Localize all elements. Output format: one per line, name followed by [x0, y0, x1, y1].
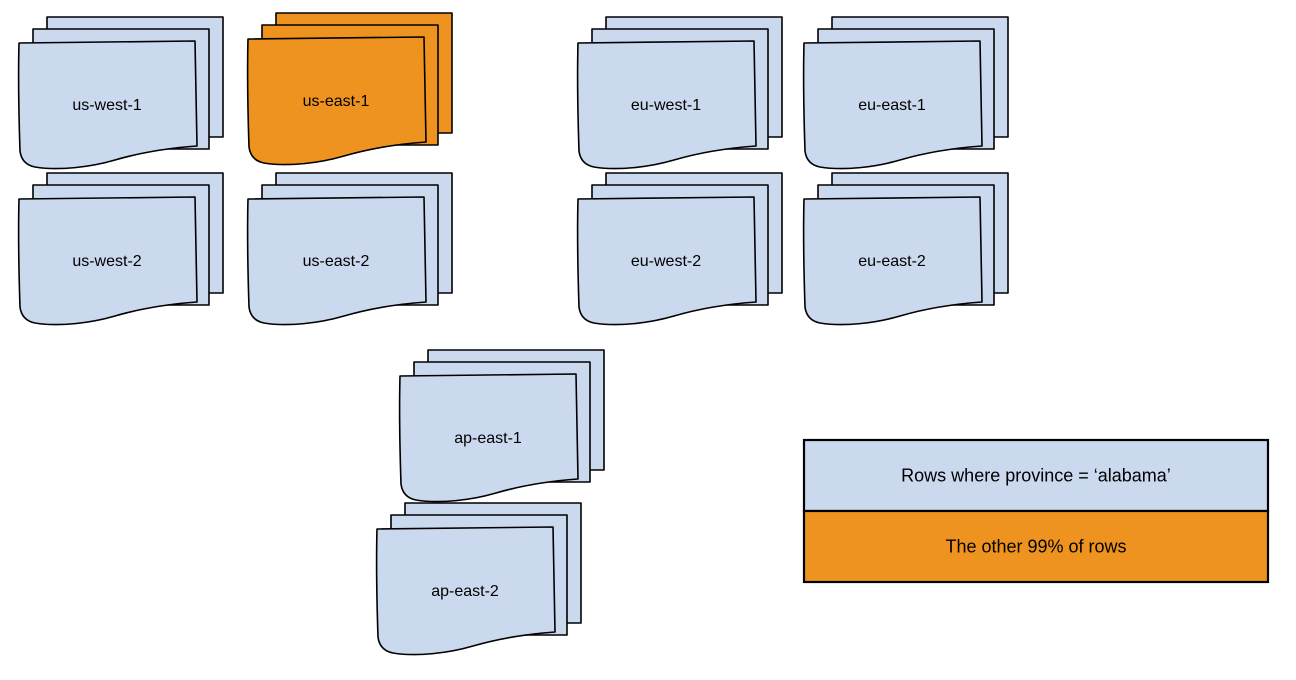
region-label: us-west-1	[72, 97, 141, 114]
region-stack-group: us-west-1 us-east-1 eu-west-1 eu-east-1 us-w…	[17, 12, 1009, 656]
region-stack-us-west-2[interactable]: us-west-2	[17, 172, 224, 326]
legend-swatch-other-rows	[802, 509, 1270, 584]
region-label: eu-east-2	[858, 253, 926, 270]
region-label: ap-east-1	[454, 430, 522, 447]
region-label: eu-east-1	[858, 97, 926, 114]
region-stack-us-west-1[interactable]: us-west-1	[17, 16, 224, 170]
legend-label-other-rows: The other 99% of rows	[945, 536, 1126, 556]
region-label: ap-east-2	[431, 583, 499, 600]
legend-row-rows-alabama: Rows where province = ‘alabama’	[802, 438, 1270, 513]
region-stack-eu-west-2[interactable]: eu-west-2	[576, 172, 783, 326]
legend-swatch-rows-alabama	[802, 438, 1270, 513]
region-stack-us-east-1[interactable]: us-east-1	[246, 12, 453, 166]
region-stack-eu-east-1[interactable]: eu-east-1	[802, 16, 1009, 170]
region-stack-eu-east-2[interactable]: eu-east-2	[802, 172, 1009, 326]
region-stack-ap-east-1[interactable]: ap-east-1	[398, 349, 605, 503]
legend-label-rows-alabama: Rows where province = ‘alabama’	[901, 465, 1171, 485]
region-label: us-west-2	[72, 253, 141, 270]
region-label: us-east-1	[303, 93, 370, 110]
region-stack-ap-east-2[interactable]: ap-east-2	[375, 502, 582, 656]
region-stack-us-east-2[interactable]: us-east-2	[246, 172, 453, 326]
region-label: eu-west-2	[631, 253, 701, 270]
region-label: us-east-2	[303, 253, 370, 270]
legend-row-other-rows: The other 99% of rows	[802, 509, 1270, 584]
region-label: eu-west-1	[631, 97, 701, 114]
region-stack-eu-west-1[interactable]: eu-west-1	[576, 16, 783, 170]
legend: Rows where province = ‘alabama’ The other…	[802, 438, 1270, 584]
